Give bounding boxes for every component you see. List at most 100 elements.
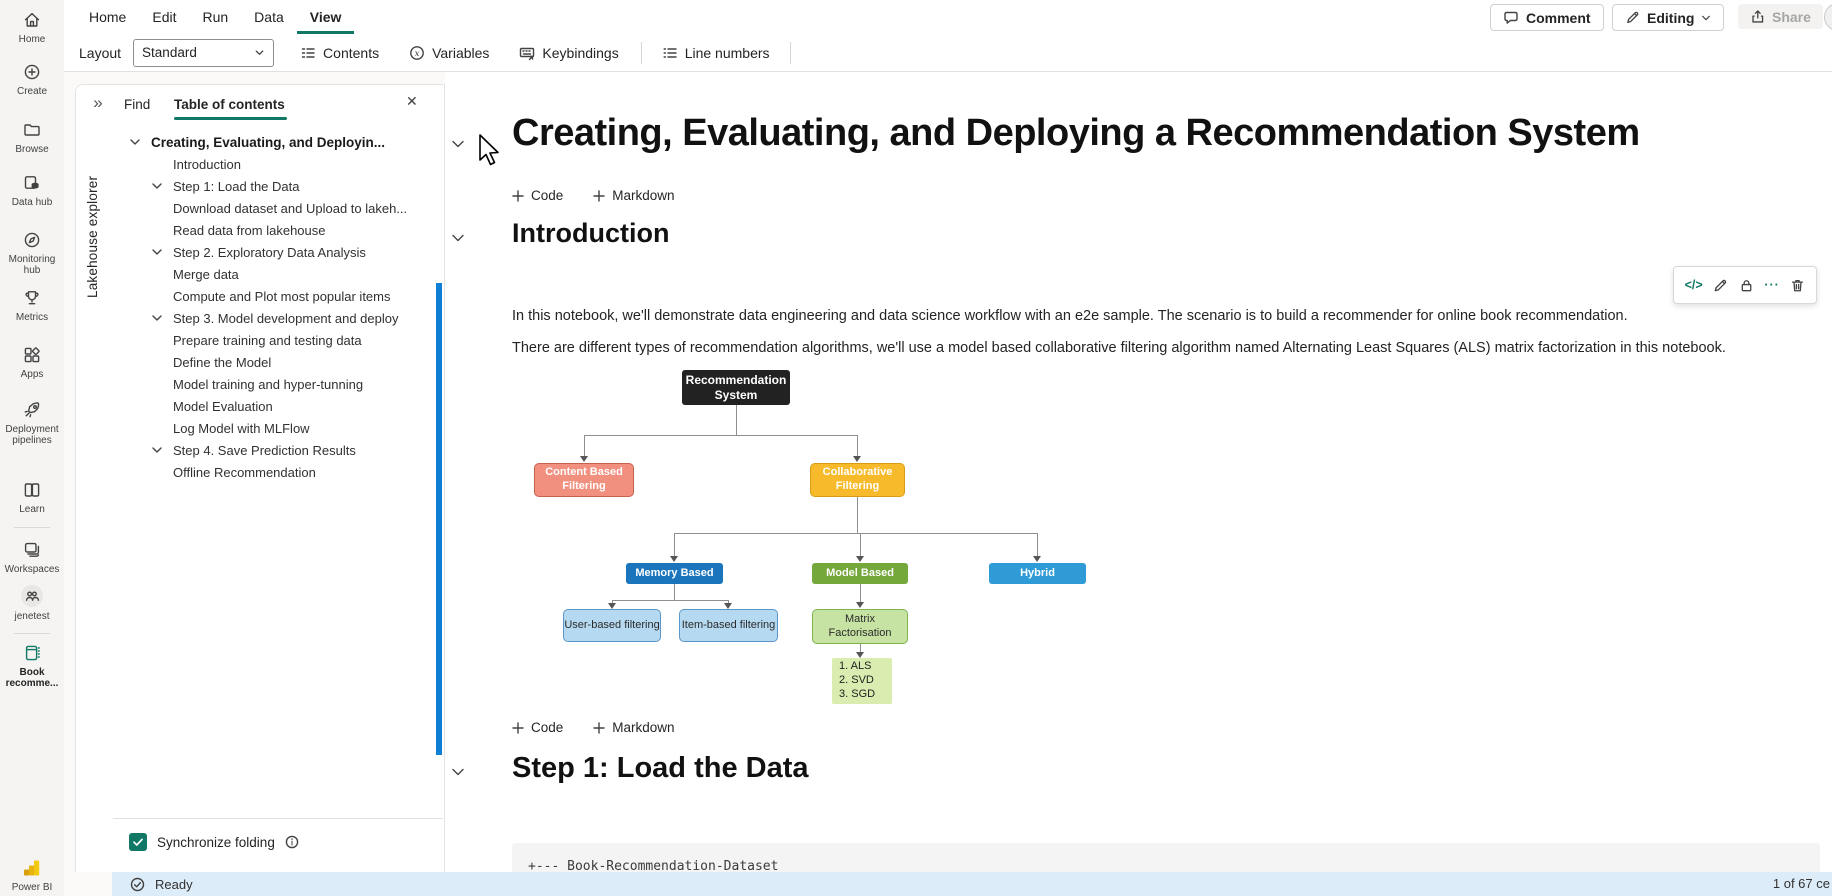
add-code-button[interactable]: Code	[512, 720, 563, 735]
synchronize-folding-row: Synchronize folding	[129, 833, 299, 851]
chevron-down-icon	[152, 447, 162, 453]
collapse-step1-cell-icon[interactable]	[450, 764, 466, 780]
lock-cell-icon[interactable]	[1739, 278, 1754, 293]
sidebar-item-metrics[interactable]: Metrics	[0, 288, 64, 323]
step1-heading: Step 1: Load the Data	[512, 752, 809, 784]
data-hub-icon	[24, 176, 39, 189]
info-icon[interactable]	[285, 835, 299, 849]
toc-item[interactable]: Define the Model	[173, 354, 272, 370]
sidebar-item-create[interactable]: Create	[0, 62, 64, 97]
pencil-icon	[1627, 11, 1639, 24]
toc-item[interactable]: Step 4. Save Prediction Results	[106, 439, 442, 461]
toc-item[interactable]: Download dataset and Upload to lakeh...	[173, 200, 408, 216]
sidebar-item-data-hub[interactable]: Data hub	[0, 173, 64, 208]
collapse-title-cell-icon[interactable]	[450, 136, 466, 152]
chevron-down-icon	[152, 183, 162, 189]
chevron-down-icon	[130, 139, 140, 145]
sidebar-item-deployment-pipelines[interactable]: Deployment pipelines	[0, 400, 64, 446]
add-markdown-button[interactable]: Markdown	[593, 720, 675, 735]
toc-panel: » Lakehouse explorer Find Table of conte…	[75, 84, 445, 872]
toc-item[interactable]: Model training and hyper-tunning	[173, 376, 364, 392]
toc-item[interactable]: Compute and Plot most popular items	[173, 288, 391, 304]
toc-item[interactable]: Merge data	[173, 266, 239, 282]
sidebar-item-book-recommendation[interactable]: Book recomme...	[0, 643, 64, 689]
menu-view[interactable]: View	[296, 0, 355, 34]
toc-item[interactable]: Creating, Evaluating, and Deployin...	[106, 131, 442, 153]
collapse-intro-cell-icon[interactable]	[450, 230, 466, 246]
menu-home[interactable]: Home	[89, 9, 127, 25]
delete-cell-icon[interactable]	[1790, 278, 1805, 293]
sidebar-item-jenetest[interactable]: jenetest	[0, 585, 64, 622]
toc-item[interactable]: Offline Recommendation	[173, 464, 316, 480]
lakehouse-explorer-tab[interactable]: Lakehouse explorer	[85, 175, 100, 298]
intro-heading: Introduction	[512, 218, 670, 248]
layout-select[interactable]: Standard	[133, 38, 275, 67]
diagram-node-item-based: Item-based filtering	[679, 609, 778, 642]
folder-icon	[24, 124, 40, 136]
toolbar-separator	[789, 41, 791, 64]
convert-to-code-icon[interactable]: </>	[1684, 277, 1703, 292]
notebook-title: Creating, Evaluating, and Deploying a Re…	[512, 112, 1640, 154]
collapse-panel-icon[interactable]: »	[93, 93, 103, 112]
notebook-scroll-indicator[interactable]	[436, 283, 442, 755]
contents-icon	[301, 47, 315, 58]
diagram-node-content-based: Content Based Filtering	[534, 463, 634, 497]
close-panel-icon[interactable]: ✕	[406, 93, 418, 109]
toc-item[interactable]: Model Evaluation	[173, 398, 273, 414]
tab-table-of-contents[interactable]: Table of contents	[174, 97, 285, 112]
intro-paragraph-1: In this notebook, we'll demonstrate data…	[512, 308, 1628, 324]
active-tab-underline	[174, 117, 287, 120]
people-icon	[25, 591, 40, 601]
check-circle-icon	[130, 877, 145, 891]
open-book-icon	[24, 483, 40, 497]
sidebar-item-monitoring-hub[interactable]: Monitoring hub	[0, 230, 64, 276]
comment-button[interactable]: Comment	[1490, 4, 1604, 31]
tab-find[interactable]: Find	[124, 97, 151, 112]
edit-cell-icon[interactable]	[1713, 278, 1728, 293]
menu-data[interactable]: Data	[254, 9, 284, 25]
sidebar-item-workspaces[interactable]: Workspaces	[0, 540, 64, 575]
add-cell-row: Code Markdown	[512, 188, 675, 203]
home-icon	[24, 12, 40, 27]
workspace-avatar	[21, 585, 43, 607]
toc-item[interactable]: Log Model with MLFlow	[173, 420, 310, 436]
plus-icon	[593, 189, 605, 202]
notebook-icon	[25, 645, 40, 661]
diagram-node-user-based: User-based filtering	[563, 609, 661, 642]
toc-item[interactable]: Introduction	[173, 156, 241, 172]
menu-edit[interactable]: Edit	[152, 9, 177, 25]
more-actions-icon[interactable]: ···	[1764, 277, 1780, 292]
toc-item[interactable]: Prepare training and testing data	[173, 332, 362, 348]
add-markdown-button[interactable]: Markdown	[593, 188, 675, 203]
keybindings-button[interactable]: Keybindings	[519, 45, 619, 61]
sidebar-item-browse[interactable]: Browse	[0, 120, 64, 155]
status-ready: Ready	[112, 877, 193, 892]
add-code-button[interactable]: Code	[512, 188, 563, 203]
toc-item[interactable]: Step 3. Model development and deploy	[106, 307, 442, 329]
synchronize-folding-checkbox[interactable]	[129, 833, 147, 851]
app-rail: Home Create Browse Data hub Monitoring h…	[0, 0, 65, 896]
editing-mode-button[interactable]: Editing	[1612, 4, 1725, 31]
toc-item[interactable]: Step 2. Exploratory Data Analysis	[106, 241, 442, 263]
plus-icon	[512, 721, 524, 734]
panel-divider	[113, 818, 443, 819]
menu-run[interactable]: Run	[202, 9, 229, 25]
chevron-down-icon	[255, 50, 264, 55]
plus-icon	[593, 721, 605, 734]
comment-icon	[1504, 11, 1518, 24]
sidebar-item-learn[interactable]: Learn	[0, 480, 64, 515]
keyboard-icon	[520, 47, 535, 60]
toc-item[interactable]: Read data from lakehouse	[173, 222, 326, 238]
sidebar-item-apps[interactable]: Apps	[0, 345, 64, 380]
diagram-node-hybrid: Hybrid	[989, 563, 1086, 584]
line-numbers-button[interactable]: Line numbers	[662, 45, 770, 61]
cell-toolbar: </> ···	[1673, 266, 1817, 304]
sidebar-item-powerbi[interactable]: Power BI	[0, 858, 64, 893]
rocket-icon	[24, 402, 40, 418]
powerbi-logo	[24, 860, 40, 876]
contents-button[interactable]: Contents	[300, 45, 379, 61]
toc-item[interactable]: Step 1: Load the Data	[106, 175, 442, 197]
variables-button[interactable]: x Variables	[409, 45, 489, 61]
sidebar-item-home[interactable]: Home	[0, 10, 64, 45]
